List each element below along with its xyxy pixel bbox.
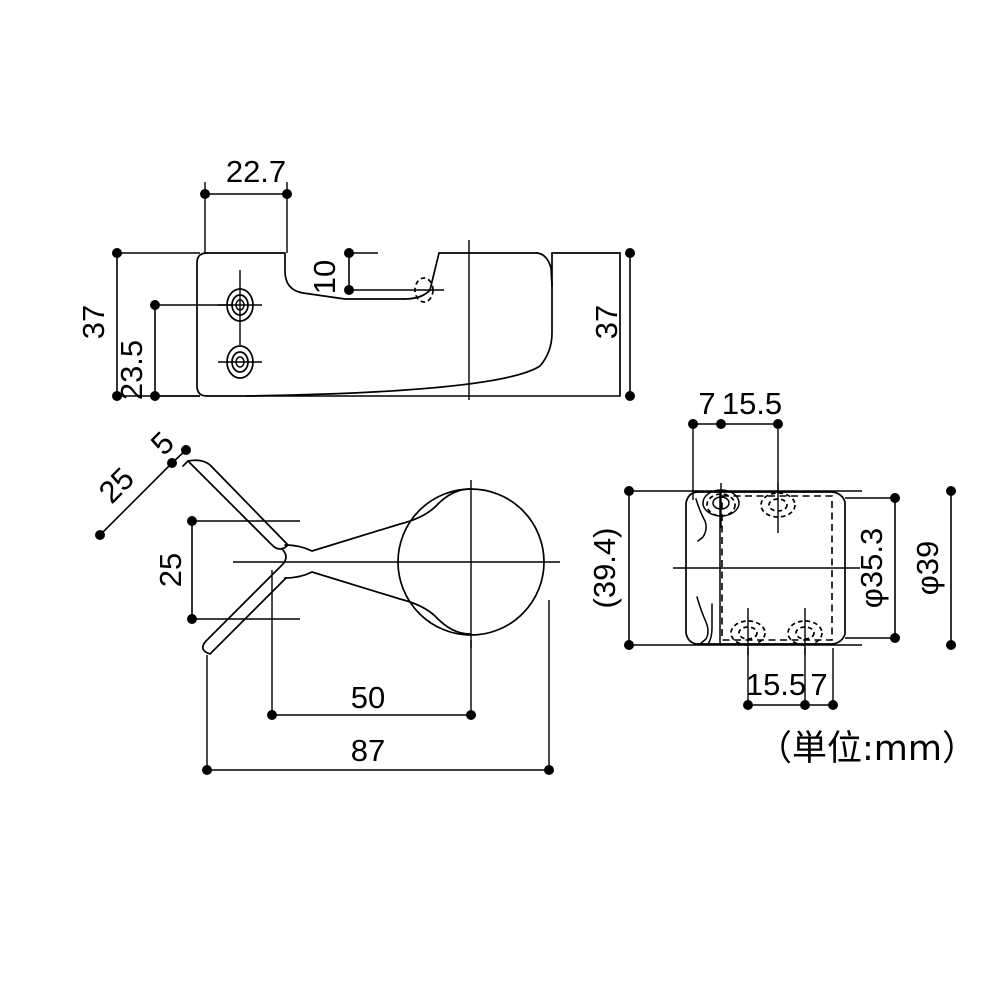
dimension-label-phi-39: φ39 bbox=[910, 541, 945, 596]
dimension-10: 10 bbox=[307, 248, 404, 295]
unit-note: （単位:mm） bbox=[757, 729, 977, 769]
dimension-label-37-right: 37 bbox=[589, 305, 624, 339]
front-view-screw-hole-bottom-right bbox=[787, 608, 823, 655]
dimension-15-5-top: 15.5 bbox=[721, 386, 783, 490]
dimension-label-87: 87 bbox=[351, 733, 385, 768]
dimension-label-23-5: 23.5 bbox=[114, 340, 149, 400]
front-view: 7 15.5 15.5 7 bbox=[587, 386, 956, 710]
top-view-hidden-hole bbox=[404, 277, 444, 303]
dimension-39-4: (39.4) bbox=[587, 486, 862, 650]
dimension-label-10: 10 bbox=[307, 260, 342, 294]
dimension-label-7-top: 7 bbox=[698, 386, 715, 421]
dimension-5-angled: 5 bbox=[144, 425, 191, 464]
dimension-phi-39: φ39 bbox=[910, 486, 956, 650]
front-view-screw-hole-top-left bbox=[702, 483, 740, 528]
top-view-screw-hole-upper bbox=[218, 270, 262, 345]
dimension-label-15-5-top: 15.5 bbox=[722, 386, 782, 421]
dimension-label-15-5-bottom: 15.5 bbox=[746, 667, 806, 702]
dimension-7-top: 7 bbox=[688, 386, 726, 500]
dimension-7-bottom: 7 bbox=[805, 648, 838, 710]
dimension-50: 50 bbox=[267, 570, 476, 720]
dimension-label-5-angled: 5 bbox=[144, 425, 181, 462]
side-view-angled-plate bbox=[182, 459, 289, 655]
dimension-25-angled: 25 bbox=[92, 458, 177, 540]
top-view: 22.7 10 37 23.5 bbox=[76, 154, 635, 401]
dimension-25-vertical: 25 bbox=[153, 516, 300, 624]
dimension-87: 87 bbox=[202, 600, 554, 775]
dimension-label-50: 50 bbox=[351, 680, 385, 715]
dimension-label-7-bottom: 7 bbox=[810, 667, 827, 702]
top-view-part-outline bbox=[196, 252, 621, 397]
dimension-phi-35-3: φ35.3 bbox=[845, 493, 900, 643]
dimension-22-7: 22.7 bbox=[200, 154, 292, 253]
top-view-screw-hole-lower bbox=[218, 345, 262, 379]
dimension-label-37-left: 37 bbox=[76, 305, 111, 339]
dimension-37-right: 37 bbox=[589, 248, 635, 401]
front-view-screw-hole-bottom-left bbox=[730, 608, 766, 655]
dimension-label-22-7: 22.7 bbox=[226, 154, 286, 189]
dimension-label-25-vertical: 25 bbox=[153, 553, 188, 587]
dimension-label-39-4: (39.4) bbox=[587, 528, 622, 609]
side-view: 25 5 25 50 bbox=[92, 425, 560, 775]
dimension-label-phi-35-3: φ35.3 bbox=[854, 528, 889, 608]
dimension-23-5: 23.5 bbox=[114, 300, 232, 401]
dimension-15-5-bottom: 15.5 bbox=[743, 648, 810, 710]
